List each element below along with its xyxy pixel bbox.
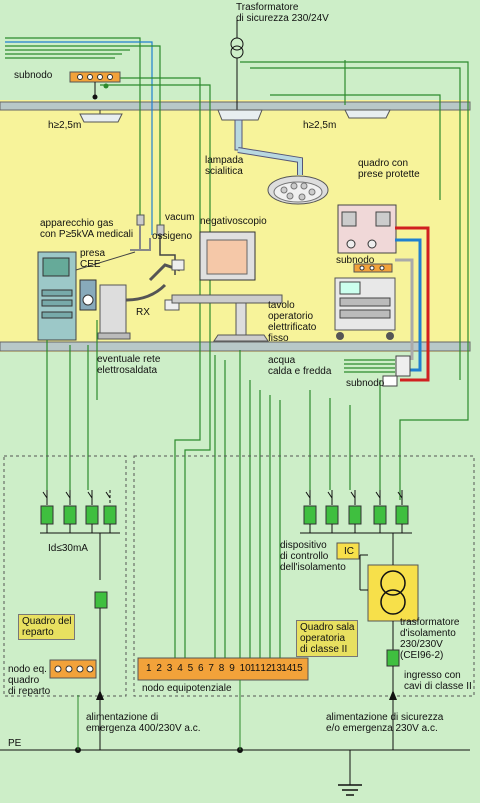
equipotential-node-bar — [137, 657, 309, 681]
mesh-label: eventuale rete elettrosaldata — [97, 354, 161, 376]
node-number: 11 — [250, 663, 261, 674]
operating-table-icon — [171, 294, 283, 342]
subnodo-bottom-label: subnodo — [346, 378, 385, 389]
node-number: 5 — [187, 663, 194, 674]
ground-icon — [338, 784, 362, 796]
right-wires — [344, 359, 395, 373]
rx-label: RX — [136, 307, 150, 318]
xray-icon — [79, 259, 185, 340]
ward-main-breaker-icon — [94, 533, 108, 750]
water-label: acqua calda e fredda — [268, 355, 332, 377]
ceiling-light-right — [344, 109, 391, 119]
surgical-lamp-icon — [267, 175, 329, 205]
isolation-transformer-icon — [336, 533, 419, 750]
or-panel-area — [133, 455, 475, 697]
safety-transformer-icon — [230, 20, 244, 110]
negatoscope-label: negativoscopio — [200, 216, 267, 227]
negatoscope-icon — [199, 231, 256, 281]
node-number: 4 — [177, 663, 183, 674]
gas-device-label: apparecchio gas con P≥5kVA medicali — [40, 218, 134, 240]
vacuum-label: vacum — [165, 212, 195, 223]
ic-label: IC — [344, 546, 354, 557]
safety-transformer-title: Trasformatore di sicurezza 230/24V — [236, 2, 329, 24]
breaker-icon — [63, 490, 77, 533]
ceiling-slab — [0, 101, 471, 111]
cee-socket-label: presa CEE — [80, 248, 106, 270]
insulation-device-label: dispositivo di controllo dell'isolamento — [280, 540, 346, 573]
floor-slab — [0, 341, 471, 352]
subnodo-panel-label: subnodo — [336, 255, 375, 266]
isolation-transformer-label: trasformatore d'isolamento 230/230V (CEI… — [400, 617, 460, 661]
gas-device-icon — [37, 251, 136, 341]
equipotential-wires — [100, 60, 469, 660]
node-equi-label: nodo equipotenziale — [142, 683, 232, 694]
breaker-icon — [348, 490, 362, 533]
subnodo-top — [69, 71, 121, 100]
breaker-icon — [373, 490, 387, 533]
subnodo-top-label: subnodo — [14, 70, 53, 81]
subnodo-bottom — [382, 355, 411, 387]
node-number: 14 — [281, 663, 293, 674]
node-number: 8 — [218, 663, 225, 674]
ceiling-light-left — [79, 110, 123, 123]
node-number: 9 — [229, 663, 235, 674]
height-left-label: h≥2,5m — [48, 120, 82, 131]
breaker-icon — [40, 490, 54, 533]
breaker-icon — [303, 490, 317, 533]
incoming-cables — [5, 37, 161, 235]
lamp-support — [217, 109, 303, 175]
node-number: 6 — [198, 663, 204, 674]
table-label: tavolo operatorio elettrificato fisso — [268, 300, 317, 344]
node-number: 13 — [270, 663, 282, 674]
ward-node-bar — [49, 659, 97, 679]
supply-right-label: alimentazione di sicurezza e/o emergenza… — [326, 712, 444, 734]
quadro-sala-label: Quadro sala operatoria di classe II — [296, 620, 359, 657]
supply-left-label: alimentazione di emergenza 400/230V a.c. — [86, 712, 201, 734]
quadro-reparto-label: Quadro del reparto — [18, 614, 76, 640]
breaker-icon — [85, 490, 99, 533]
node-number: 1 — [146, 663, 152, 674]
pe-label: PE — [8, 738, 22, 749]
node-number: 3 — [166, 663, 173, 674]
node-number: 15 — [291, 663, 303, 674]
node-number: 7 — [208, 663, 214, 674]
id-label: Id≤30mA — [48, 543, 88, 554]
ward-panel-area — [3, 455, 127, 697]
anesthesia-cart-icon — [334, 277, 396, 340]
oxygen-label: ossigeno — [152, 231, 193, 242]
node-number: 12 — [260, 663, 272, 674]
breaker-icon — [103, 490, 117, 533]
node-number: 10 — [239, 663, 251, 674]
pe-line — [0, 680, 470, 785]
down-wires — [46, 320, 381, 660]
panel-label: quadro con prese protette — [358, 158, 420, 180]
height-right-label: h≥2,5m — [303, 120, 337, 131]
protected-panel-icon — [337, 204, 397, 273]
node-ward-label: nodo eq. quadro di reparto — [8, 664, 51, 697]
node-number: 2 — [156, 663, 162, 674]
class2-input-label: ingresso con cavi di classe II — [404, 670, 472, 692]
lamp-label: lampada scialitica — [205, 155, 244, 177]
breaker-icon — [395, 490, 409, 533]
breaker-icon — [325, 490, 339, 533]
